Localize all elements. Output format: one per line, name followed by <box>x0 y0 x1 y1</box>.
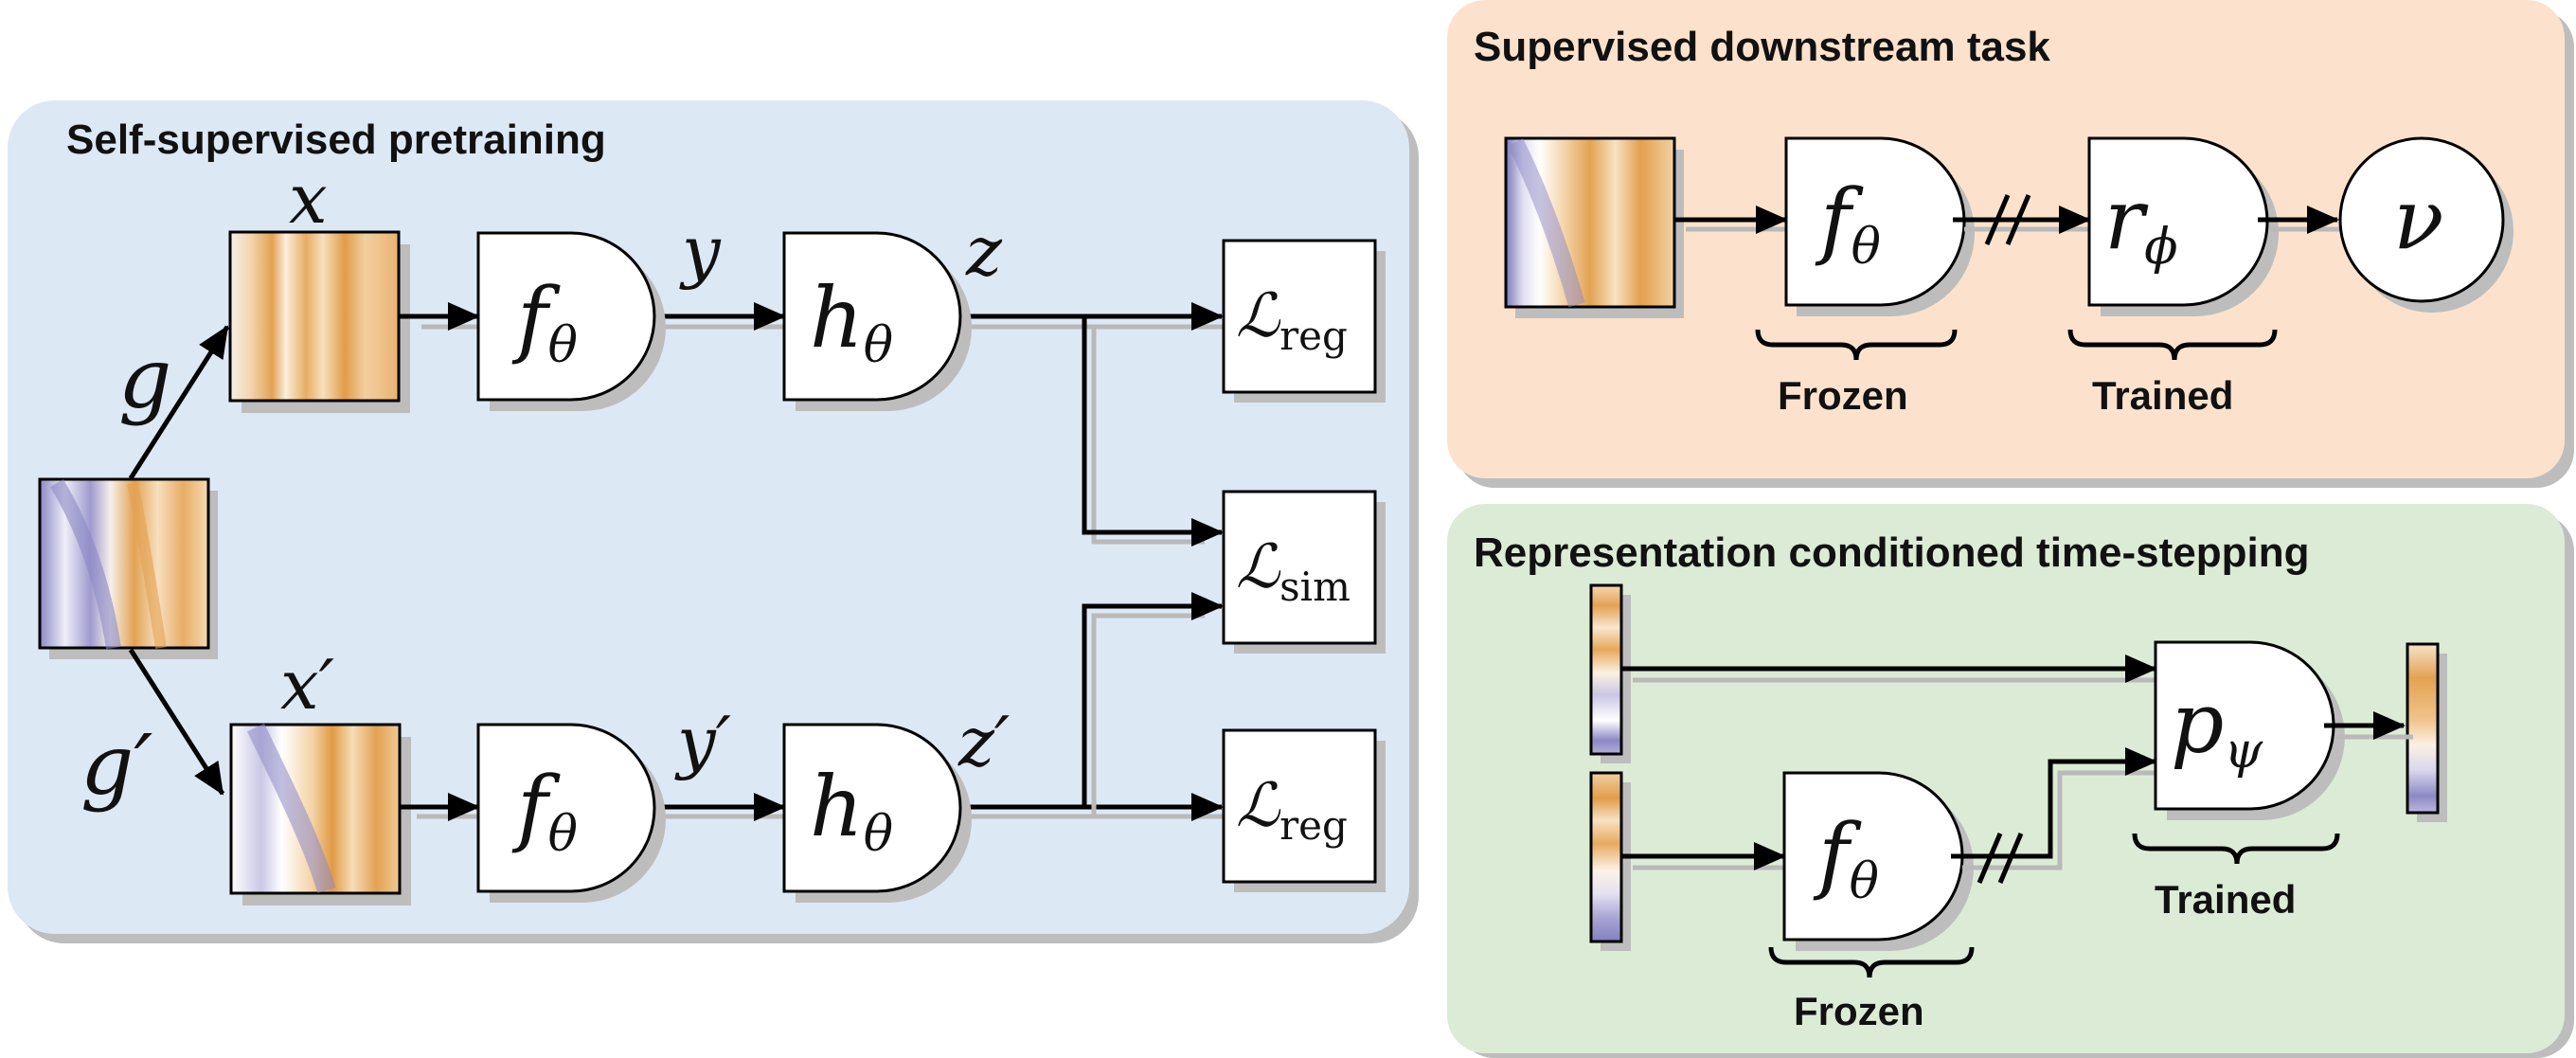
loss-sim: ℒsim <box>1222 490 1386 654</box>
downstream-input-image <box>1504 136 1684 318</box>
svg-text:pψ: pψ <box>2171 674 2263 780</box>
p-symbol: p <box>2171 674 2224 772</box>
downstream-trained-label: Trained <box>2092 373 2233 418</box>
encoder-f-theta-top: fθ <box>476 231 666 411</box>
nu-label: ν <box>2393 170 2444 268</box>
source-field-image <box>38 477 218 659</box>
augment-arrow-g: g <box>118 325 230 480</box>
svg-text:hθ: hθ <box>810 758 893 863</box>
loss-reg-subscript: reg <box>1279 802 1348 849</box>
svg-text:fθ: fθ <box>511 758 578 863</box>
image-x: x <box>228 159 410 413</box>
z-label: z <box>965 211 1003 291</box>
projector-h-theta-bottom: hθ <box>782 723 972 903</box>
f-subscript: θ <box>1852 219 1881 276</box>
cut-mark-icon <box>1977 833 2024 884</box>
loss-symbol: ℒ <box>1236 532 1281 602</box>
h-subscript: θ <box>864 317 893 374</box>
brace-icon <box>2067 329 2278 361</box>
timestepping-title: Representation conditioned time-stepping <box>1474 529 2310 576</box>
svg-text:rϕ: rϕ <box>2104 170 2178 276</box>
timestepping-panel: Representation conditioned time-stepping <box>1447 504 2574 1058</box>
r-symbol: r <box>2104 170 2149 268</box>
svg-text:ℒreg: ℒreg <box>1236 771 1348 849</box>
loss-symbol: ℒ <box>1236 281 1281 351</box>
p-subscript: ψ <box>2224 723 2263 780</box>
svg-text:fθ: fθ <box>1815 170 1881 276</box>
projector-h-theta-top: hθ <box>782 231 972 411</box>
timestepping-panel-bg <box>1447 504 2565 1053</box>
x-prime-label: x′ <box>280 645 334 725</box>
y-prime-label: y′ <box>674 702 731 781</box>
timestep-strip-bottom <box>1589 771 1631 951</box>
loss-reg-bottom: ℒreg <box>1222 728 1386 892</box>
downstream-title: Supervised downstream task <box>1474 24 2050 70</box>
svg-text:ℒsim: ℒsim <box>1236 532 1351 610</box>
downstream-encoder-f-theta: fθ <box>1784 136 1975 316</box>
loss-symbol: ℒ <box>1236 771 1281 841</box>
timestepper-p-psi: pψ <box>2154 640 2345 820</box>
f-subscript: θ <box>548 317 578 374</box>
g-prime-label: g′ <box>80 716 152 814</box>
augment-arrow-g-prime: g′ <box>80 648 225 814</box>
loss-reg-subscript: reg <box>1279 313 1348 359</box>
y-label: y <box>679 211 722 291</box>
timestep-frozen-label: Frozen <box>1794 989 1924 1033</box>
timestep-strip-top <box>1589 583 1631 763</box>
loss-sim-subscript: sim <box>1279 564 1351 610</box>
brace-icon <box>2132 833 2340 865</box>
pretraining-title: Self-supervised pretraining <box>66 117 606 163</box>
loss-reg-top: ℒreg <box>1222 239 1386 403</box>
g-label: g <box>118 330 171 427</box>
x-label: x <box>289 159 328 239</box>
bottom-branch-connectors: y′ z′ <box>400 592 1231 821</box>
brace-icon <box>1768 946 1975 978</box>
svg-text:ℒreg: ℒreg <box>1236 281 1348 359</box>
f-subscript: θ <box>548 806 578 863</box>
image-x-prime: x′ <box>229 645 411 906</box>
timestep-encoder-f-theta: fθ <box>1782 771 1974 951</box>
r-subscript: ϕ <box>2144 219 2177 276</box>
cut-mark-icon <box>1984 194 2031 245</box>
h-symbol: h <box>810 269 864 367</box>
timestep-strip-output <box>2406 642 2447 822</box>
z-prime-label: z′ <box>957 702 1010 781</box>
encoder-f-theta-bottom: fθ <box>476 723 666 903</box>
f-subscript: θ <box>1850 853 1879 910</box>
downstream-panel: Supervised downstream task <box>1447 0 2574 488</box>
h-subscript: θ <box>864 806 893 863</box>
output-nu: ν <box>2338 136 2513 313</box>
top-branch-connectors: y z <box>399 211 1231 547</box>
h-symbol: h <box>810 758 864 855</box>
downstream-frozen-label: Frozen <box>1778 373 1908 418</box>
timestep-trained-label: Trained <box>2155 877 2296 922</box>
brace-icon <box>1755 329 1958 361</box>
svg-text:hθ: hθ <box>810 269 893 374</box>
downstream-panel-bg <box>1447 0 2565 478</box>
downstream-head-r-phi: rϕ <box>2087 136 2279 316</box>
